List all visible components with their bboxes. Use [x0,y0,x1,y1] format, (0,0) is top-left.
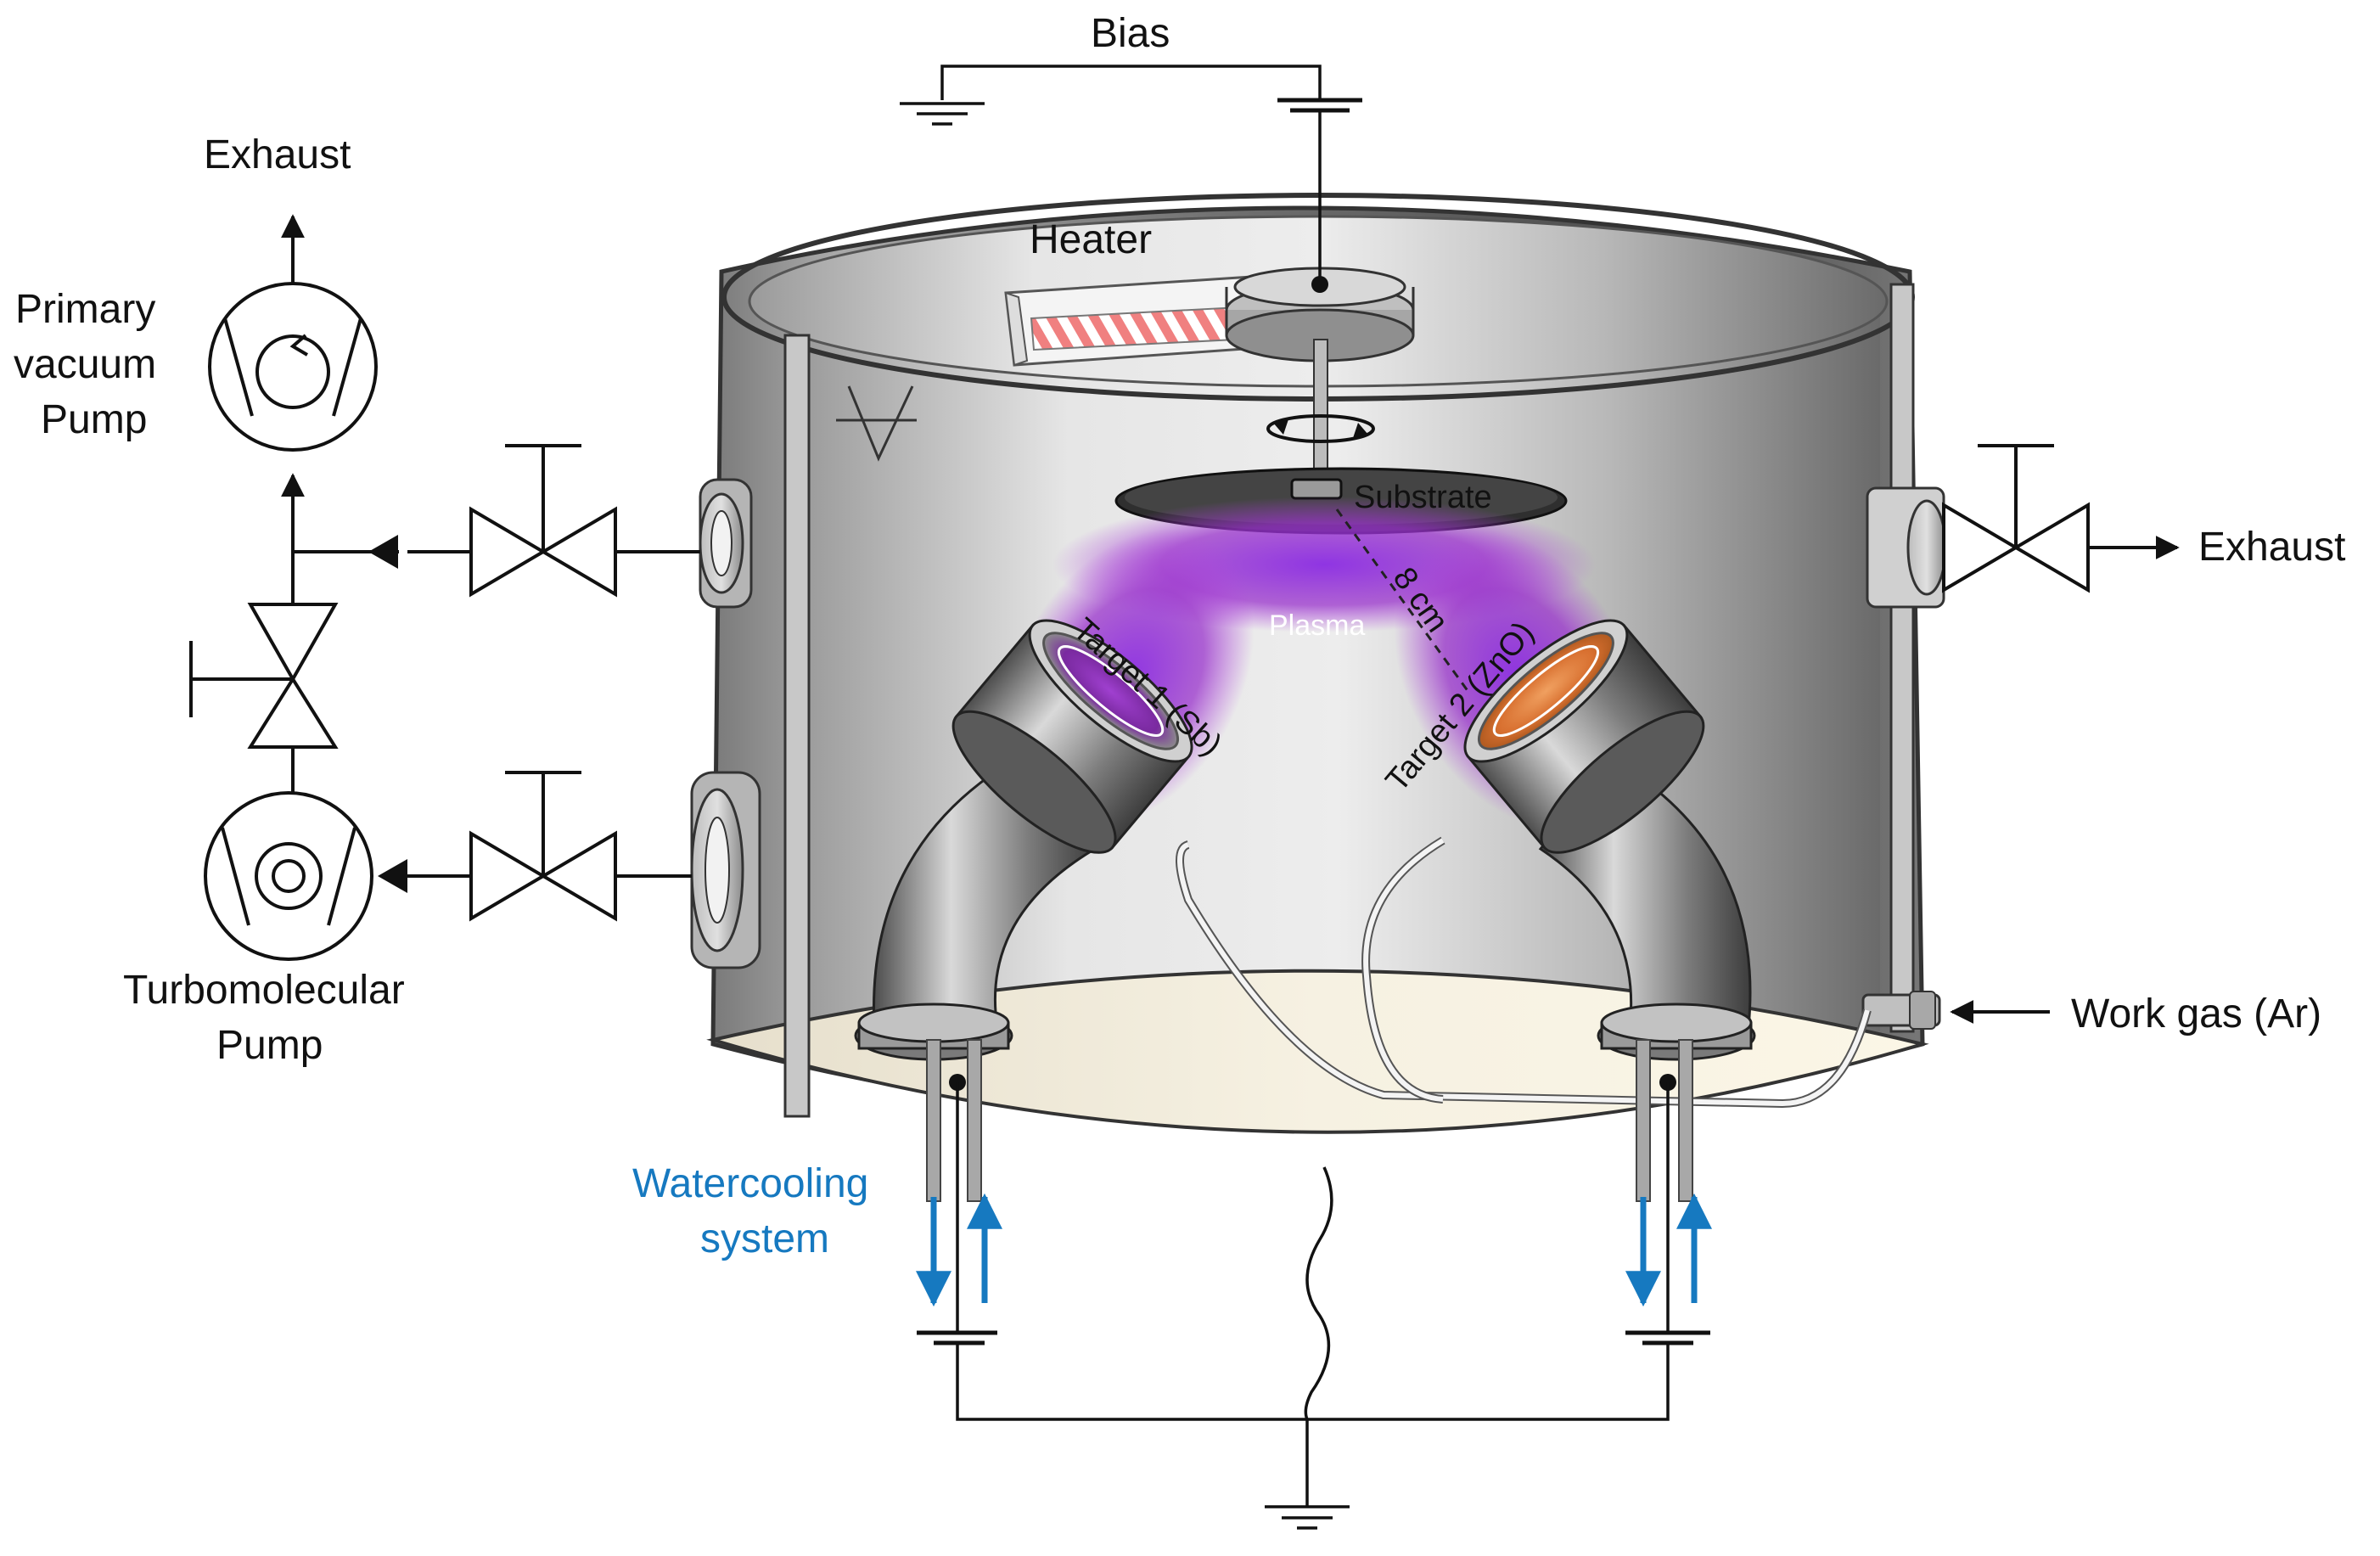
chamber-ground-wire [1304,1166,1333,1420]
ground-icon-bottom [1265,1505,1350,1530]
port-lower-left [690,771,761,969]
label-exhaust-left: Exhaust [204,132,351,177]
rotation-shaft [1313,339,1328,476]
label-watercooling-2: system [700,1216,829,1261]
magnetron-target-1 [854,619,1193,1061]
valve-upper-icon [469,444,617,598]
cooling-pipes-left [916,1039,1002,1333]
label-turbo-pump-1: Turbomolecular [123,968,405,1013]
label-exhaust-right: Exhaust [2198,525,2345,570]
target-2-face [1477,632,1614,750]
chamber-cut-edge-left [783,334,811,1118]
label-watercooling-1: Watercooling [632,1161,868,1206]
level-symbol-icon [836,385,917,462]
valve-right-icon [1942,444,2090,593]
valve-lower-icon [469,771,617,922]
turbomolecular-pump-icon [204,791,373,961]
port-right [1866,486,1947,609]
power-supply-circuit [917,1166,1710,1530]
label-plasma: Plasma [1269,609,1365,642]
valve-vertical-icon [189,603,339,749]
primary-vacuum-pump-icon [208,282,378,452]
label-turbo-pump-2: Pump [216,1023,323,1068]
distance-line [1335,508,1470,693]
cooling-pipes-right [1625,1039,1712,1333]
rotation-arrow-icon [1266,414,1375,443]
label-primary-pump-2: vacuum [14,342,156,387]
vacuum-pumping-system [189,214,700,961]
ground-icon-top [900,102,985,126]
bias-circuit [900,65,1362,293]
label-work-gas: Work gas (Ar) [2071,991,2321,1036]
port-upper-left [699,478,753,609]
label-substrate: Substrate [1354,480,1492,515]
label-heater: Heater [1030,217,1152,262]
magnetron-target-2 [1463,619,1756,1061]
label-primary-pump-1: Primary [15,287,155,332]
label-primary-pump-3: Pump [41,397,147,442]
gas-inlet-port [1861,991,1941,1030]
internal-cables [1176,836,1872,1109]
label-bias: Bias [1091,11,1170,56]
right-exhaust-line [1942,444,2180,593]
chamber-cut-edge-right [1889,283,1915,1033]
